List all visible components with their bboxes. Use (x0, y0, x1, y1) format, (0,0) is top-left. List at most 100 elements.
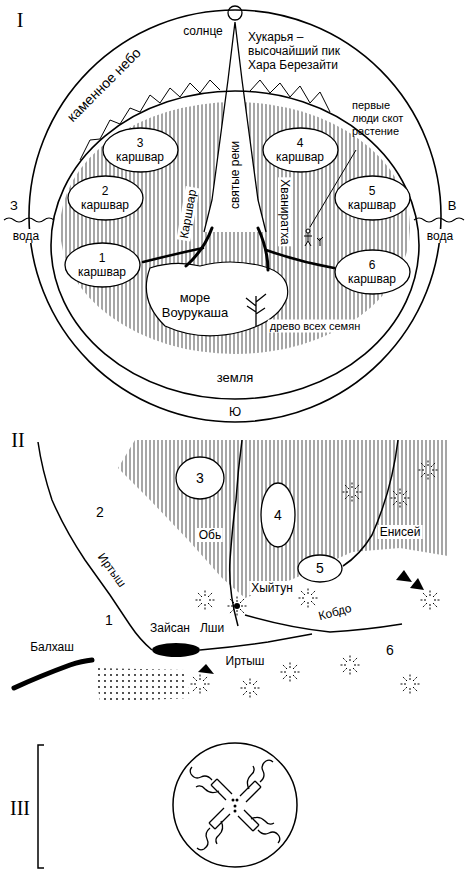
mountain-marks (189, 673, 211, 695)
mountain-marks (194, 589, 216, 611)
desert-dots (95, 668, 190, 702)
tree-label: древо всех семян (268, 320, 362, 333)
holy-rivers (143, 228, 334, 270)
label-holder: Иртыш (226, 654, 265, 668)
ornament-disc (232, 799, 235, 802)
peak-label: Хукарья – высочайший пик Хара Березайти (248, 30, 356, 72)
label-holder: Хукарья – высочайший пик Хара Березайти (248, 30, 356, 72)
karshvar-label: 3 каршвар (116, 136, 164, 164)
first-beings (304, 229, 323, 246)
lake-number: 4 (274, 507, 282, 523)
label-holder: солнце (183, 24, 223, 38)
karshvar-oval: 1 каршвар (64, 242, 141, 288)
lake-number: 5 (316, 560, 324, 576)
sun-label: солнце (183, 24, 223, 38)
sky-circle-outline (29, 10, 441, 422)
peak-label: Хыйтун (249, 581, 295, 595)
label-holder: II (11, 428, 24, 452)
karshvar-oval: 6 каршвар (334, 249, 411, 295)
lake-balkhash (14, 660, 92, 688)
first-beings (304, 233, 312, 246)
black-hills (198, 664, 214, 674)
tree-of-seeds (246, 294, 266, 326)
karshvar-oval: 5 каршвар (334, 175, 411, 221)
karshvar-oval-outline (103, 128, 178, 172)
ornament-disc (190, 767, 232, 800)
region-number: 6 (386, 642, 394, 659)
mountain-marks (297, 587, 319, 609)
map-rivers (38, 440, 402, 650)
river-label: Кобдо (317, 601, 353, 623)
first-beings (317, 237, 323, 246)
label-holder: З (10, 198, 18, 214)
river-label: Обь (197, 528, 223, 542)
label-holder: вода (425, 229, 455, 243)
karshvar-oval: 2 каршвар (67, 175, 144, 221)
bracket (38, 745, 44, 868)
ornament-disc (236, 799, 239, 802)
holy-rivers (143, 248, 203, 262)
mountain-marks (399, 673, 421, 695)
river-label: святые реки (228, 141, 242, 209)
part-numeral: II (11, 428, 24, 452)
sun-disc (228, 6, 242, 20)
lake-number: 3 (196, 470, 204, 486)
map-rivers (230, 440, 242, 626)
label-holder: Кобдо (317, 601, 353, 623)
ornament-disc (234, 810, 237, 813)
label-holder: Хыйтун (249, 581, 295, 595)
label-holder: вода (11, 229, 41, 243)
karshvar-oval-outline (335, 176, 410, 220)
karshvar-label: 2 каршвар (81, 184, 129, 212)
label-holder: земля (217, 370, 254, 386)
map-rivers (343, 440, 398, 566)
khyitun-mark (226, 595, 248, 617)
ornament-disc (234, 805, 237, 808)
label-holder: Лши (200, 621, 224, 635)
world-sea (146, 262, 287, 336)
karshvar-label: 5 каршвар (348, 184, 396, 212)
karshvar-label: 1 каршвар (78, 251, 126, 279)
label-holder: святые реки (228, 141, 242, 209)
lake-shape-outline (176, 457, 224, 499)
river-label: Иртыш (95, 550, 129, 590)
callout-label: первые люди скот растение (352, 99, 408, 138)
label-holder: Балхаш (30, 640, 74, 654)
mountain-marks (417, 459, 439, 481)
lake-zaisan (152, 643, 200, 657)
earth-ellipse-outline (51, 91, 419, 399)
label-holder: Ю (229, 405, 241, 419)
sky-circle: каменное небоземля3 каршвар4 каршвар2 ка… (28, 9, 442, 423)
part-numeral: III (10, 796, 30, 820)
lake-shape-outline (298, 555, 342, 582)
water-label: вода (11, 229, 41, 243)
cardinal-letter: Ю (229, 405, 241, 419)
black-hills (396, 570, 412, 582)
mountain-marks (339, 654, 361, 676)
mountain-marks (239, 677, 261, 699)
mountain-marks (189, 459, 441, 699)
karshvar-label: 6 каршвар (348, 258, 396, 286)
part-numeral: I (17, 8, 24, 32)
hatched-north (118, 440, 448, 598)
tree-of-seeds (246, 294, 266, 326)
label-holder: 6 (386, 642, 394, 659)
region-number: 1 (105, 612, 113, 629)
place-label: Лши (200, 621, 224, 635)
mountain-marks (389, 487, 411, 509)
karshvar-oval-outline (335, 250, 410, 294)
karshvar-label: 4 каршвар (276, 136, 324, 164)
holy-rivers (266, 250, 334, 268)
label-holder: Иртыш (95, 550, 129, 590)
river-label: Енисей (378, 525, 423, 539)
sea-label: море Воурукаша (155, 290, 235, 320)
ornament-disc (173, 743, 297, 867)
river-label: Хваниратха (278, 177, 292, 246)
map-rivers (38, 442, 152, 650)
karshvar-oval-outline (65, 243, 140, 287)
mountain-marks (279, 661, 301, 683)
lake-shape-outline (261, 483, 295, 547)
sun-disc (228, 6, 242, 20)
map-rivers (200, 634, 312, 650)
label-holder: В (448, 198, 457, 214)
